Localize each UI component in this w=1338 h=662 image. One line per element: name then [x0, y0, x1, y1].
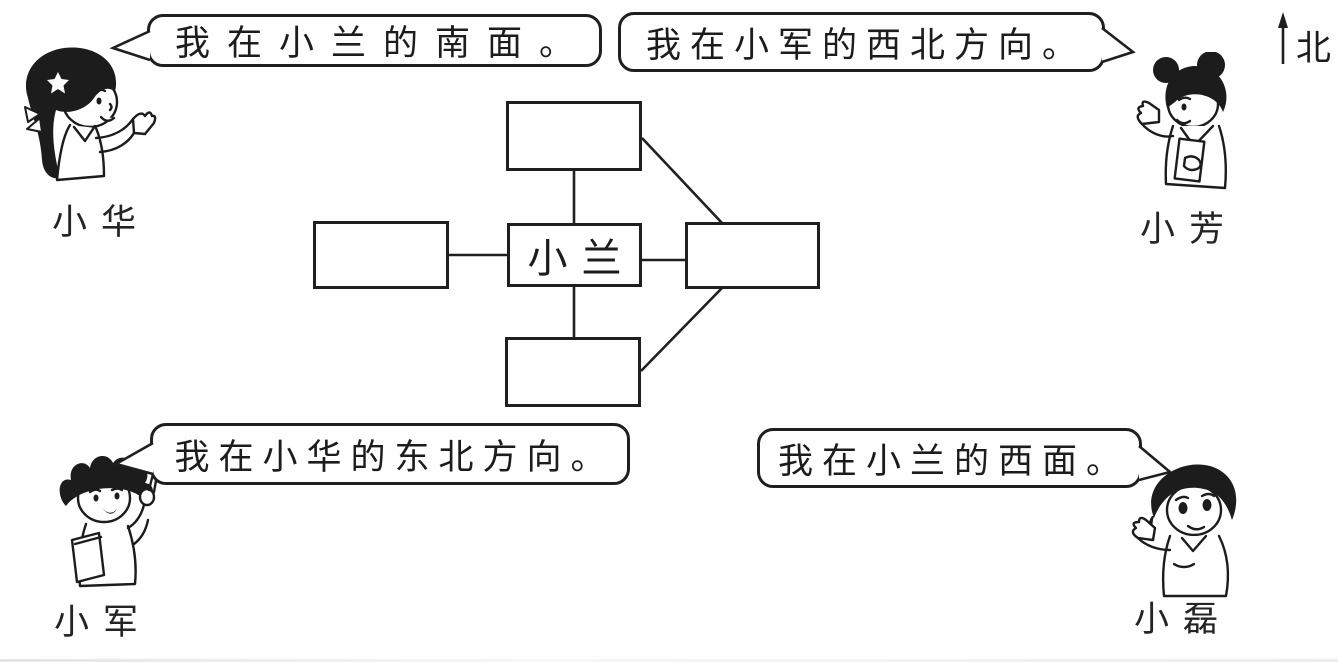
diagram-box-west: [313, 221, 449, 289]
speech-bubble-xiaolei: 我在小兰的西面。: [757, 428, 1142, 488]
speech-bubble-xiaofang: 我在小军的西北方向。: [618, 12, 1105, 72]
bubble-tail-left-icon: [109, 29, 151, 62]
character-illustration-xiaojun: [59, 455, 159, 588]
bubble-text-xiaolei: 我在小兰的西面。: [777, 441, 1130, 481]
bubble-text-xiaohua: 我在小兰的南面。: [174, 24, 591, 63]
character-label-xiaojun: 小军: [54, 603, 153, 642]
bubble-tail-right-icon: [1101, 26, 1136, 64]
character-illustration-xiaohua: [24, 47, 157, 182]
bubble-text-xiaojun: 我在小华的东北方向。: [174, 437, 615, 477]
character-label-xiaohua: 小华: [52, 203, 151, 242]
character-label-xiaofang: 小芳: [1140, 210, 1239, 249]
diagram-box-east: [685, 222, 820, 289]
character-label-xiaolei: 小磊: [1134, 600, 1233, 639]
bubble-tail-right-icon: [1138, 445, 1173, 482]
character-illustration-xiaofang: [1136, 52, 1227, 190]
north-arrow-icon: [1278, 12, 1288, 64]
speech-bubble-xiaohua: 我在小兰的南面。: [147, 14, 602, 67]
speech-bubble-xiaojun: 我在小华的东北方向。: [150, 423, 630, 485]
diagram-box-north: [506, 101, 642, 171]
bubble-text-xiaofang: 我在小军的西北方向。: [645, 25, 1086, 65]
diagram-box-south: [505, 337, 641, 407]
diagram-box-center: 小兰: [507, 223, 642, 287]
north-label: 北: [1296, 29, 1332, 68]
character-illustration-xiaolei: [1131, 464, 1237, 598]
bubble-tail-left-icon: [112, 441, 154, 476]
